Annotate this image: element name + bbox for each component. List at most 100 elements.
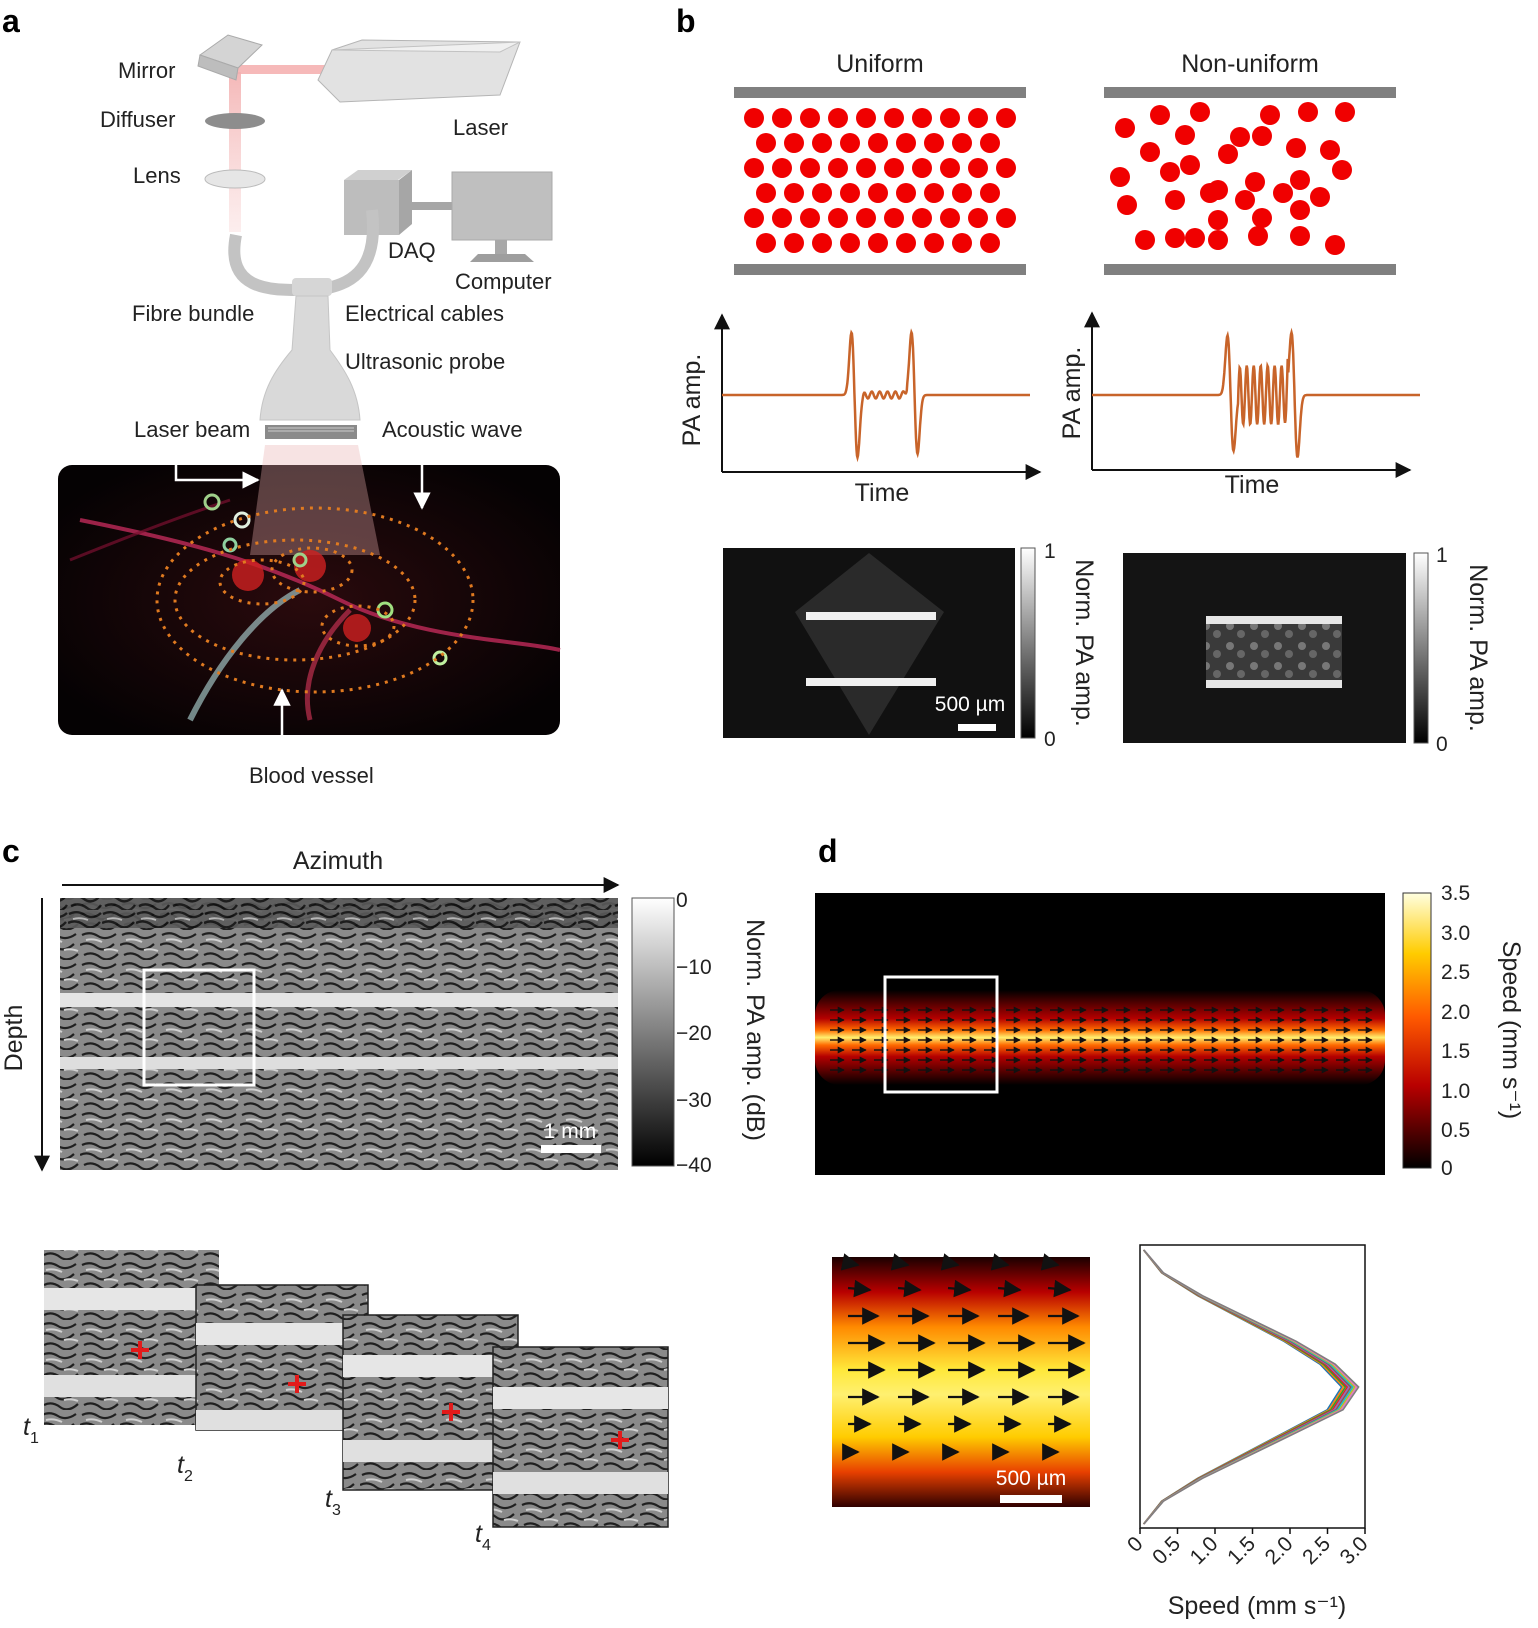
daq-label: DAQ	[388, 238, 436, 263]
d-colorbar-tick-4: 1.5	[1441, 1040, 1470, 1063]
d-zoom-speed-vector	[1047, 1279, 1072, 1298]
uniform-cell	[968, 208, 988, 228]
uniform-cell	[940, 158, 960, 178]
laser-beam-horizontal	[232, 65, 332, 74]
uniform-signal-line	[722, 328, 1030, 463]
non-uniform-cell	[1165, 228, 1185, 248]
laser-label: Laser	[453, 115, 508, 140]
d-colorbar: 3.5 3.0 2.5 2.0 1.5 1.0 0.5 0 Speed (mm …	[1402, 882, 1525, 1180]
non-uniform-cell	[1160, 162, 1180, 182]
uniform-colorbar: 1 0 Norm. PA amp.	[1020, 540, 1098, 751]
d-profile-frame	[1139, 1244, 1366, 1529]
non-uniform-cell	[1115, 118, 1135, 138]
mirror-shape	[197, 34, 263, 81]
non-uniform-cell	[1218, 144, 1238, 164]
mirror-label: Mirror	[118, 58, 175, 83]
d-colorbar-tick-3: 2.0	[1441, 1001, 1470, 1024]
d-profile-xlabel: Speed (mm s⁻¹)	[1168, 1592, 1347, 1620]
non-uniform-ylabel: PA amp.	[1058, 347, 1086, 440]
uniform-cell	[884, 108, 904, 128]
c-colorbar: 0 −10 −20 −30 −40 Norm. PA amp. (dB)	[631, 889, 769, 1177]
frame-label-t4: t4	[475, 1520, 491, 1554]
uniform-cell	[800, 108, 820, 128]
frame-label-t2: t2	[177, 1451, 193, 1485]
uniform-cell	[952, 233, 972, 253]
fibre-bundle-label: Fibre bundle	[132, 301, 254, 326]
non-uniform-colorbar: 1 0 Norm. PA amp.	[1413, 544, 1492, 756]
uniform-colorbar-max: 1	[1044, 540, 1056, 563]
c-frame-1	[44, 1250, 219, 1425]
non-uniform-cell	[1248, 226, 1268, 246]
d-profile-x-tick-label: 3.0	[1336, 1532, 1373, 1569]
non-uniform-cell	[1235, 190, 1255, 210]
non-uniform-cell	[1252, 126, 1272, 146]
uniform-cell	[996, 208, 1016, 228]
uniform-cell	[952, 183, 972, 203]
non-uniform-colorbar-max: 1	[1436, 544, 1448, 567]
d-scale-bar-label: 500 µm	[996, 1467, 1066, 1490]
uniform-channel-bottom-wall	[734, 264, 1026, 275]
non-uniform-colorbar-min: 0	[1436, 733, 1448, 756]
uniform-cell	[968, 158, 988, 178]
non-uniform-cell	[1180, 155, 1200, 175]
non-uniform-cell	[1208, 230, 1228, 250]
d-zoom-speed-vector	[847, 1279, 872, 1298]
d-profile-x-tick-label: 1.0	[1186, 1532, 1223, 1569]
uniform-cell	[912, 108, 932, 128]
uniform-title: Uniform	[836, 50, 924, 78]
uniform-cell	[856, 208, 876, 228]
c-frame-3	[342, 1314, 519, 1491]
blood-vessel-label: Blood vessel	[249, 763, 374, 788]
vessel-image	[58, 445, 561, 735]
frame-label-t1: t1	[23, 1413, 39, 1447]
non-uniform-cell	[1252, 208, 1272, 228]
c-colorbar-tick-2: −20	[676, 1022, 712, 1045]
c-frame-4	[492, 1346, 669, 1528]
uniform-cell	[996, 158, 1016, 178]
d-profile-x-tick-label: 2.5	[1298, 1532, 1335, 1569]
daq-computer-cable	[412, 202, 452, 210]
d-colorbar-tick-6: 0.5	[1441, 1119, 1470, 1142]
uniform-cell	[744, 208, 764, 228]
uniform-pa-image: 500 µm	[723, 548, 1015, 738]
uniform-cell	[924, 183, 944, 203]
non-uniform-cell	[1165, 190, 1185, 210]
d-colorbar-tick-2: 2.5	[1441, 961, 1470, 984]
d-zoom-speed-vectors	[840, 1253, 1086, 1461]
non-uniform-cell	[1208, 210, 1228, 230]
d-zoom-speed-vector	[997, 1279, 1022, 1298]
azimuth-label: Azimuth	[293, 847, 383, 875]
d-zoom-map: 500 µm	[832, 1253, 1090, 1507]
panel-c: c Azimuth Depth 1 mm 0 −10 −20 −30 −40 N…	[0, 833, 769, 1554]
non-uniform-cell	[1310, 187, 1330, 207]
uniform-cell	[840, 133, 860, 153]
uniform-cell	[828, 208, 848, 228]
non-uniform-cell	[1298, 102, 1318, 122]
uniform-cell	[940, 108, 960, 128]
uniform-ylabel: PA amp.	[678, 354, 706, 447]
uniform-signal-plot: PA amp. Time	[678, 313, 1042, 507]
d-zoom-speed-vector	[990, 1253, 1010, 1271]
uniform-cell	[868, 233, 888, 253]
uniform-cell	[980, 133, 1000, 153]
c-scale-bar-label: 1 mm	[544, 1120, 597, 1143]
laser-shape	[317, 39, 521, 103]
uniform-cell	[812, 133, 832, 153]
c-roi-box	[142, 968, 256, 1087]
d-profile-x-tick-label: 0.5	[1148, 1532, 1185, 1569]
non-uniform-cell	[1190, 102, 1210, 122]
d-profile-lines	[1142, 1249, 1360, 1525]
uniform-cell	[924, 133, 944, 153]
c-colorbar-tick-1: −10	[676, 956, 712, 979]
c-frame-2	[195, 1284, 369, 1431]
non-uniform-cell	[1290, 226, 1310, 246]
non-uniform-cell	[1332, 160, 1352, 180]
uniform-cell	[868, 133, 888, 153]
diffuser-shape	[205, 113, 265, 129]
c-pa-image: 1 mm	[60, 898, 618, 1170]
d-profile-x-tick-label: 2.0	[1261, 1532, 1298, 1569]
d-zoom-speed-vector	[897, 1279, 922, 1298]
non-uniform-cell	[1325, 235, 1345, 255]
uniform-cell	[784, 183, 804, 203]
